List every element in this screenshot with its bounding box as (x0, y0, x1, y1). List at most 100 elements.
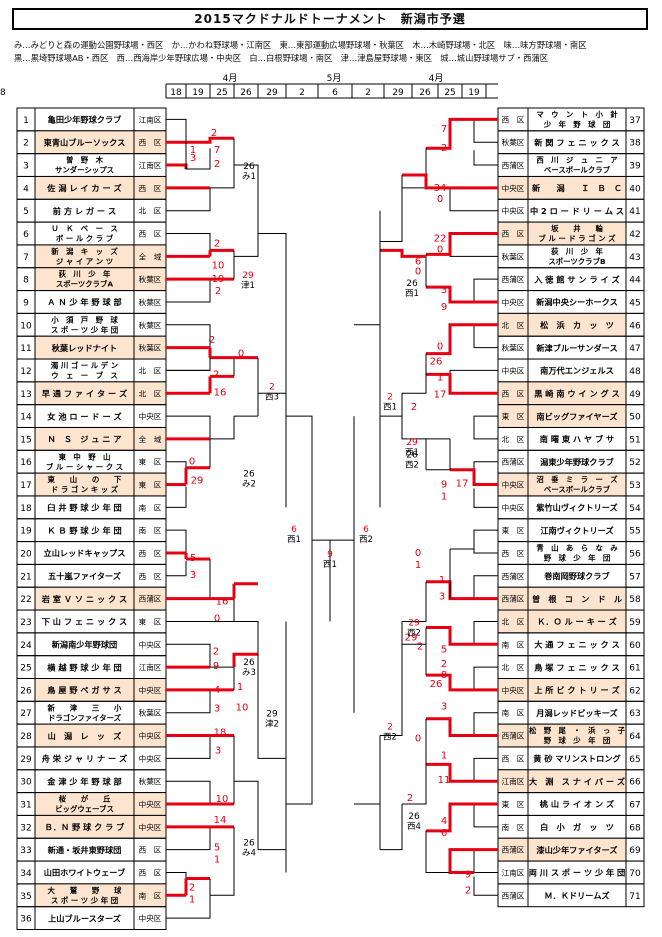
score-label: 9 (441, 480, 447, 491)
team-ward: 西 区 (139, 138, 162, 147)
team-name: 佐 潟 レ イ カ ー ズ (46, 183, 122, 193)
team-number: 5 (23, 207, 29, 217)
team-ward: 西蒲区 (502, 160, 525, 170)
team-name: Ｂ．Ｎ 野 球 ク ラ ブ (45, 822, 126, 832)
team-name: 亀田少年野球クラブ (48, 115, 123, 125)
team-name-line-2: サンダーシップス (55, 166, 114, 175)
game-label: 29 (406, 438, 418, 448)
game-label: 29 (408, 618, 420, 628)
bracket-line (473, 150, 498, 166)
score-label: 2 (189, 882, 195, 893)
team-name: 濁 川 ゴ ー ル デ ン (51, 361, 118, 370)
team-number: 7 (23, 253, 29, 263)
date-label: 26 (240, 88, 252, 98)
date-label: 19 (468, 88, 480, 98)
bracket-line (402, 353, 427, 394)
team-name: 秋葉レッドナイト (52, 343, 118, 353)
game-label: 2 (387, 392, 393, 402)
team-name: 漆山少年ファイターズ (536, 845, 618, 855)
team-number: 57 (629, 572, 640, 582)
bracket-line (473, 415, 498, 440)
team-name-line-2: スポーツクラブA (56, 280, 114, 289)
team-row-highlight (35, 381, 166, 405)
team-name: 前 方 レ ガ ー ス (53, 206, 116, 216)
team-ward: 北 区 (139, 389, 162, 398)
team-row-highlight (498, 838, 626, 862)
team-number: 67 (629, 801, 640, 811)
score-label: 0 (415, 548, 421, 559)
team-number: 38 (629, 139, 641, 149)
team-ward: 北 区 (502, 435, 525, 444)
team-number: 53 (629, 481, 640, 491)
team-row-highlight (498, 610, 626, 633)
score-label: 34 (434, 183, 447, 194)
team-name-line-2: ビッグウェーブス (55, 805, 114, 814)
team-number: 17 (20, 481, 31, 491)
team-name-line-2: ベースボールクラブ (544, 166, 611, 175)
score-label: 22 (434, 234, 447, 245)
team-name: 南 曙 東 ハ ヤ ブ サ (540, 434, 614, 444)
bracket-line (354, 210, 381, 326)
team-number: 40 (629, 184, 641, 194)
game-label: 26 (408, 812, 420, 822)
venue-legend-line-1: み…みどりと森の運動公園野球場・西区 か…かわね野球場・江南区 東…東部運動広場… (14, 40, 587, 50)
team-name: 曽 根 コ ン ド ル (532, 594, 623, 604)
team-ward: 西蒲区 (139, 594, 162, 604)
bracket-line (166, 324, 211, 348)
team-name: 岩 室 Ｖ ソ ニ ッ ク ス (41, 594, 127, 604)
team-name: 新潟中央シーホークス (536, 297, 618, 307)
bracket-line (166, 560, 187, 577)
bracket-line (166, 118, 187, 143)
score-label: 1 (415, 560, 421, 571)
game-label: 6 (291, 525, 297, 535)
team-row-highlight (35, 724, 166, 747)
game-label: 26 (243, 162, 255, 172)
score-label: 2 (214, 239, 220, 250)
team-ward: 西 区 (502, 389, 525, 398)
score-label: 2 (215, 286, 221, 297)
bracket-line (286, 530, 313, 805)
date-label: 18 (0, 88, 6, 98)
score-label: 3 (441, 702, 447, 713)
bracket-line (166, 689, 211, 714)
score-label: 2 (465, 885, 471, 896)
team-name-line-2: 野 球 少 年 団 (544, 554, 611, 563)
team-ward: 西 区 (139, 230, 162, 239)
team-ward: 中央区 (139, 799, 162, 809)
bracket-line (286, 415, 313, 713)
team-number: 33 (20, 846, 31, 856)
bracket-line (166, 233, 211, 257)
date-label: 19 (192, 88, 204, 98)
team-name-line-2: ブ ル ー ド ラ ゴ ン ズ (538, 234, 616, 243)
team-number: 59 (629, 618, 641, 628)
team-row-highlight (498, 381, 626, 405)
page-title: 2015マクドナルドトーナメント 新潟市予選 (12, 8, 648, 30)
date-label: 29 (392, 88, 404, 98)
bracket-line (258, 233, 287, 371)
team-number: 4 (23, 184, 29, 194)
team-row-highlight (35, 883, 166, 907)
team-name: 紫竹山ヴィクトリーズ (536, 503, 618, 513)
score-label: 10 (236, 703, 249, 714)
game-venue: 西1 (323, 560, 337, 570)
bracket-line (473, 324, 498, 349)
team-number: 16 (20, 458, 32, 468)
score-label: 2 (213, 369, 219, 380)
date-label: 25 (216, 88, 227, 98)
team-name-line-2: 野 球 少 年 団 (544, 736, 611, 745)
game-venue: 西1 (287, 535, 301, 545)
team-name: 潟東少年野球クラブ (539, 457, 615, 467)
score-label: 26 (430, 679, 443, 690)
game-label: 26 (243, 470, 255, 480)
team-name: 黒 崎 南 ウ イ ン グ ス (534, 388, 619, 398)
team-name-line-2: ド ラ ゴ ン キ ッ ズ (51, 485, 119, 494)
team-ward: 西 区 (139, 549, 162, 558)
team-ward: 中央区 (502, 183, 525, 193)
bracket-line (473, 118, 498, 143)
team-number: 6 (23, 230, 29, 240)
team-number: 68 (629, 823, 641, 833)
team-ward: 西蒲区 (502, 457, 525, 467)
bracket-line (473, 488, 498, 508)
score-label: 1 (439, 575, 445, 586)
